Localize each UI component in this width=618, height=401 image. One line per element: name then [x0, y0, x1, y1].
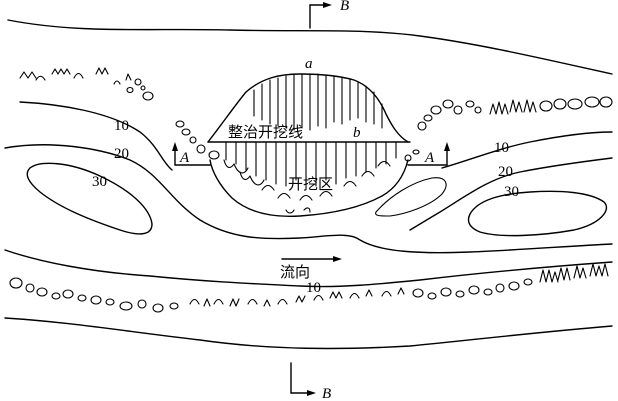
lower-bank-line	[4, 317, 613, 350]
excavation-zone-boundary	[209, 159, 409, 218]
contour-10-lower	[4, 249, 613, 288]
pebble	[126, 86, 134, 94]
shoal-outline-a	[207, 73, 409, 143]
lower-right-bank-scribble	[539, 263, 609, 283]
pebble	[142, 91, 154, 101]
contour-label-10-bottom: 10	[306, 280, 321, 296]
pebble	[134, 78, 142, 86]
section-a-right-label: A	[424, 150, 435, 166]
pebble	[140, 85, 146, 91]
section-a-left-arrowhead	[172, 142, 178, 151]
upper-left-bank-scribble	[19, 67, 132, 85]
section-b-top-arrowhead	[323, 2, 332, 8]
lower-bank-scribble	[189, 287, 405, 307]
section-b-bottom-arrowhead	[307, 390, 316, 396]
section-a-left-label: A	[179, 150, 190, 166]
contour-30-right	[467, 190, 608, 237]
upper-right-pebble-group	[417, 96, 613, 131]
contour-label-10-top-left: 10	[114, 118, 129, 134]
contour-label-20-right: 20	[498, 164, 513, 180]
contour-label-30-left: 30	[92, 174, 107, 190]
excavation-line-label: 整治开挖线	[228, 123, 303, 141]
contour-label-10-right: 10	[494, 140, 509, 156]
upper-right-bank-scribble	[489, 99, 537, 115]
section-b-top-label: B	[340, 0, 349, 14]
excavation-zone-label: 开挖区	[288, 175, 333, 193]
contour-20-right	[409, 157, 613, 231]
pebble	[412, 149, 420, 155]
excavation-zone-inner-scribble	[223, 159, 391, 214]
contour-10-right	[441, 131, 613, 169]
shoal-hatching	[225, 73, 397, 187]
flow-direction-label: 流向	[280, 263, 310, 281]
point-a-label: a	[305, 56, 313, 72]
left-pebble-group	[175, 120, 220, 160]
contour-label-30-right: 30	[504, 184, 519, 200]
right-small-bar	[375, 177, 447, 217]
contour-20-left	[4, 144, 613, 254]
contour-10-upper-left	[19, 101, 173, 171]
upper-bank-line	[7, 19, 613, 75]
section-a-right-arrowhead	[444, 142, 450, 151]
lower-bank-pebble-group	[9, 277, 533, 313]
contour-label-20-left: 20	[114, 146, 129, 162]
flow-arrowhead	[333, 256, 342, 262]
section-b-bottom-label: B	[322, 386, 331, 401]
point-b-label: b	[353, 125, 361, 141]
contour-30-left	[26, 162, 153, 235]
pebble	[404, 154, 412, 162]
